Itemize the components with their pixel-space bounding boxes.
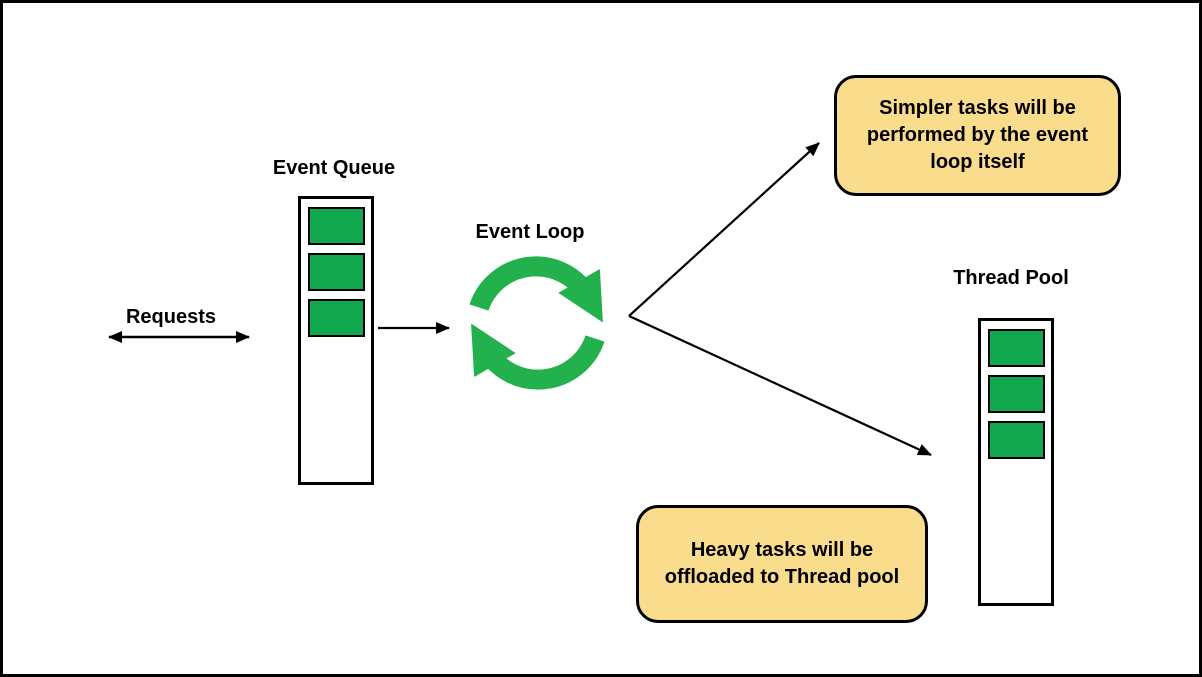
thread-pool-box (978, 318, 1054, 606)
event-queue-box (298, 196, 374, 485)
task-item (307, 207, 365, 245)
requests-label: Requests (125, 306, 217, 328)
heavy-tasks-callout: Heavy tasks will be offloaded to Thread … (636, 505, 928, 623)
event-loop-label: Event Loop (475, 221, 585, 243)
task-item (307, 299, 365, 337)
event-loop-sync-icon (469, 256, 605, 390)
task-item (987, 421, 1045, 459)
loop-to-simpler-tasks-arrow (628, 142, 820, 317)
simpler-tasks-callout-text: Simpler tasks will be performed by the e… (866, 97, 1089, 173)
task-item (987, 375, 1045, 413)
heavy-tasks-callout-text: Heavy tasks will be offloaded to Thread … (664, 539, 900, 588)
thread-pool-label: Thread Pool (953, 267, 1069, 289)
loop-to-thread-pool-arrow (628, 315, 932, 456)
simpler-tasks-callout: Simpler tasks will be performed by the e… (834, 75, 1121, 196)
task-item (307, 253, 365, 291)
event-queue-label: Event Queue (272, 157, 396, 179)
task-item (987, 329, 1045, 367)
